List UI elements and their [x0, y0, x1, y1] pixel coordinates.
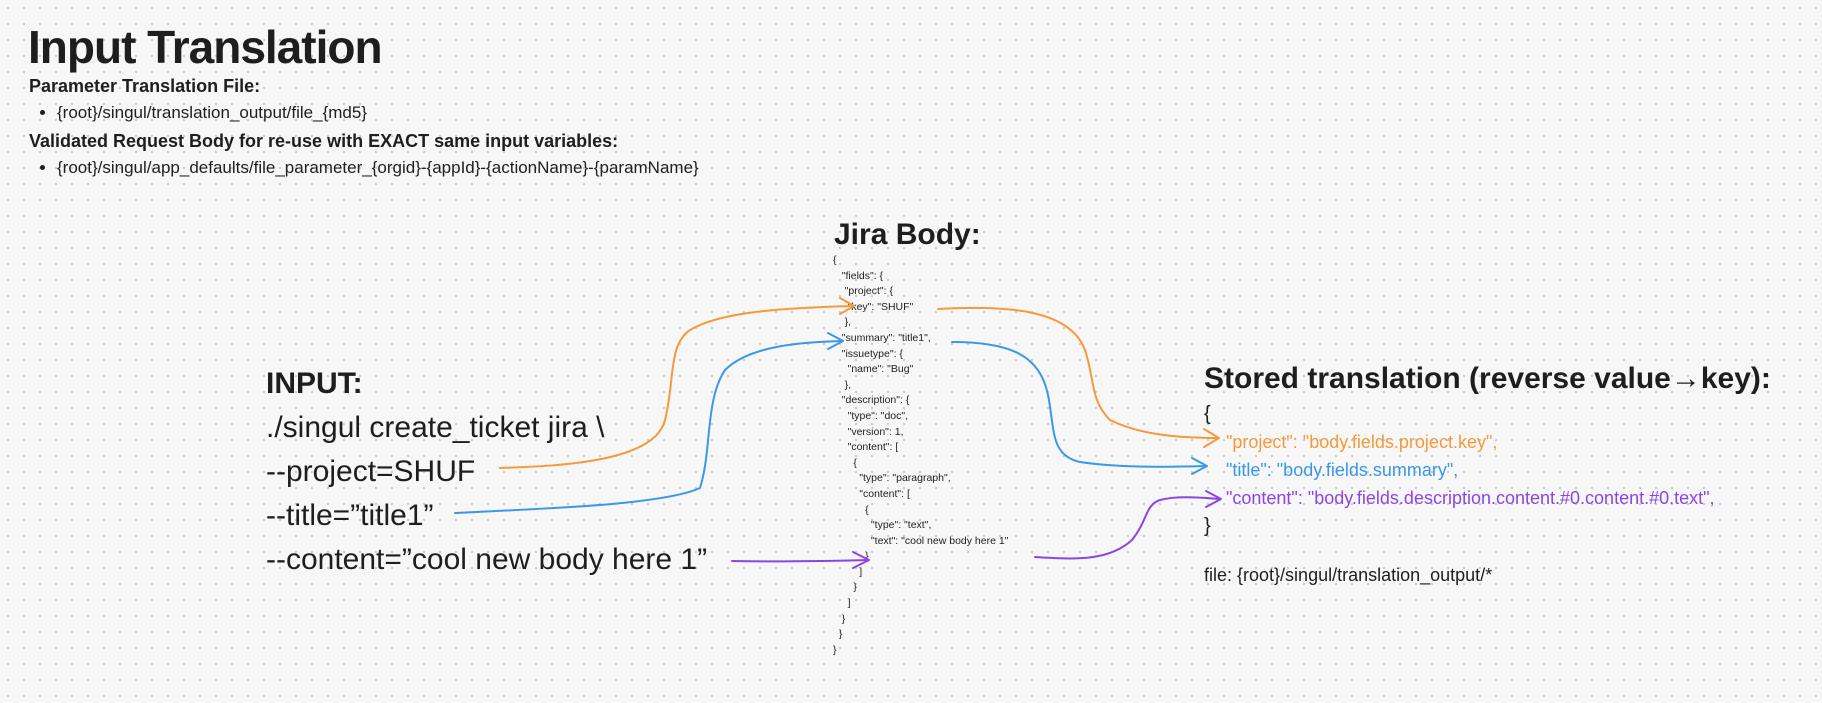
- input-command-line: ./singul create_ticket jira \: [266, 411, 605, 444]
- input-content-line: --content=”cool new body here 1”: [266, 543, 708, 576]
- stored-entry-title: "title": "body.fields.summary",: [1226, 460, 1459, 480]
- input-block: INPUT: ./singul create_ticket jira \ --p…: [266, 362, 707, 582]
- arrow-head-title-stored: [1191, 457, 1208, 475]
- stored-file-path: file: {root}/singul/translation_output/*: [1204, 565, 1493, 585]
- param-file-label: Parameter Translation File:: [29, 76, 261, 96]
- arrow-content-jira-to-stored: [1034, 496, 1221, 560]
- input-title-line: --title=”title1”: [266, 499, 434, 532]
- arrow-head-project-stored: [1203, 428, 1220, 448]
- param-file-path: {root}/singul/translation_output/file_{m…: [57, 102, 367, 124]
- arrow-head-title-jira: [827, 332, 844, 350]
- param-file-list: {root}/singul/translation_output/file_{m…: [29, 102, 367, 124]
- arrow-head-content-stored: [1205, 490, 1222, 508]
- stored-open-brace: {: [1204, 403, 1211, 425]
- arrow-title-input-to-jira: [454, 340, 843, 514]
- arrow-head-project-jira: [839, 297, 855, 315]
- jira-body-title: Jira Body:: [834, 218, 981, 251]
- arrow-project-input-to-jira: [499, 305, 854, 469]
- validated-body-path: {root}/singul/app_defaults/file_paramete…: [57, 157, 699, 179]
- arrow-head-content-jira: [852, 551, 870, 569]
- page-title: Input Translation: [28, 21, 383, 73]
- validated-body-label: Validated Request Body for re-use with E…: [29, 131, 619, 151]
- stored-entry-content: "content": "body.fields.description.cont…: [1226, 488, 1715, 508]
- jira-body-json: { "fields": { "project": { "key": "SHUF"…: [833, 254, 1009, 656]
- validated-body-list: {root}/singul/app_defaults/file_paramete…: [29, 157, 699, 179]
- stored-entry-project: "project": "body.fields.project.key",: [1226, 432, 1498, 452]
- arrow-content-input-to-jira: [731, 559, 869, 563]
- stored-translation-title: Stored translation (reverse value→key):: [1204, 362, 1771, 395]
- stored-close-brace: }: [1204, 515, 1211, 537]
- arrow-title-jira-to-stored: [951, 341, 1207, 468]
- input-project-line: --project=SHUF: [266, 455, 476, 488]
- stored-translation-body: { "project": "body.fields.project.key", …: [1204, 400, 1715, 540]
- arrow-project-jira-to-stored: [937, 306, 1219, 439]
- input-title: INPUT:: [266, 367, 363, 400]
